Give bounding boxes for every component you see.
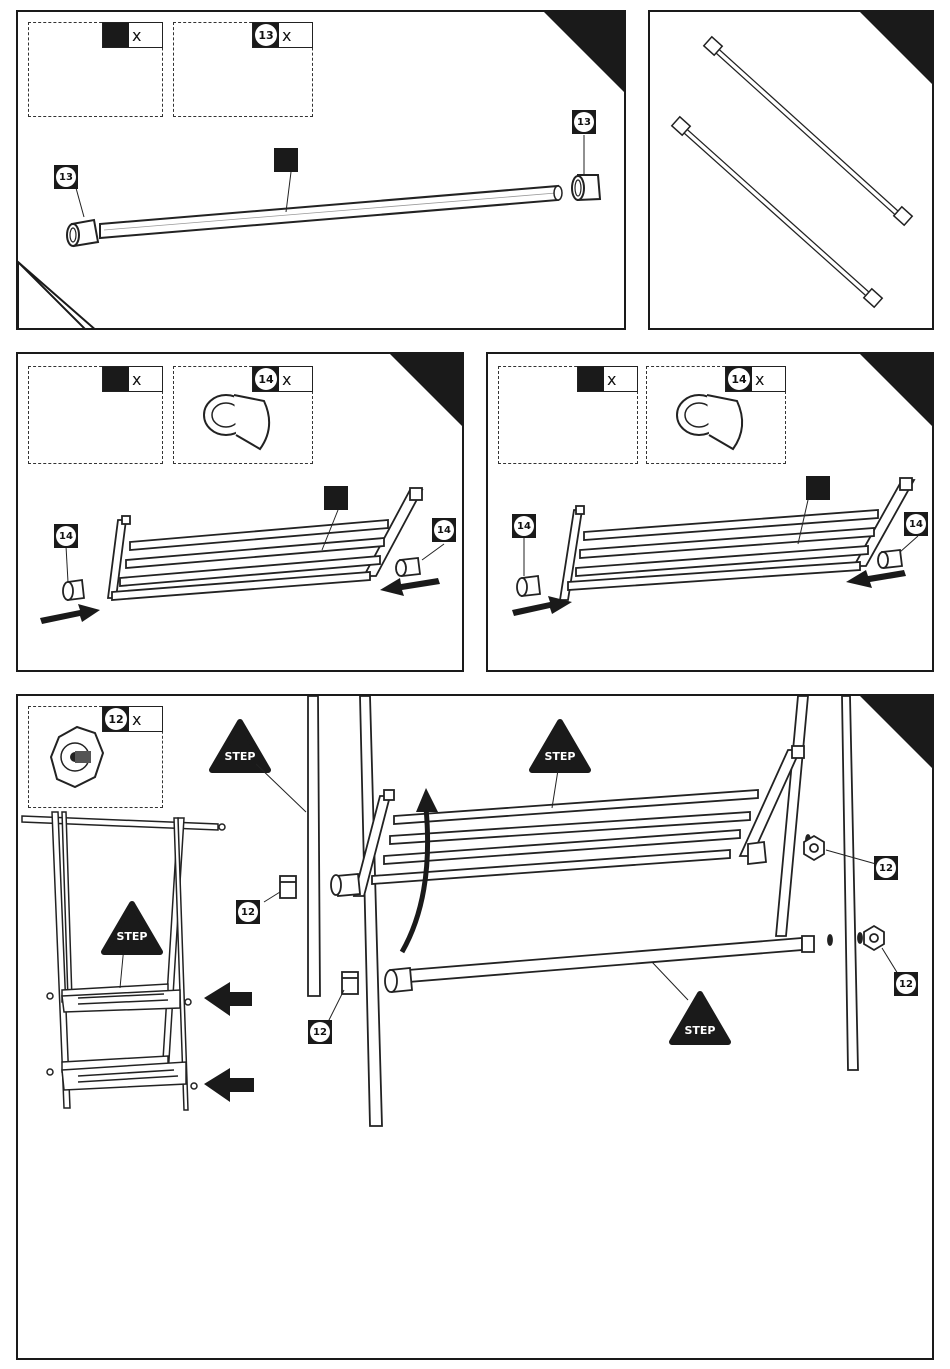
part-id-blank <box>103 23 129 47</box>
label-shelf-id <box>806 476 830 500</box>
inset-rod: x <box>28 22 163 117</box>
bolt-12-b <box>342 972 358 994</box>
end-cap-left <box>67 220 98 246</box>
long-rod <box>100 186 562 238</box>
corner-marker <box>860 12 934 88</box>
corner-marker <box>860 354 934 430</box>
cap-14-left <box>63 580 84 600</box>
label-shelf-id <box>324 486 348 510</box>
direction-arrow-upper <box>204 982 252 1016</box>
assembled-rod-lower <box>672 117 882 307</box>
inset-shelf: x <box>498 366 638 464</box>
label-part-13-right: 13 <box>572 110 596 134</box>
left-upright-frame <box>308 696 382 1126</box>
cap-14-right <box>396 558 420 576</box>
panel-2-drawing <box>650 12 934 330</box>
part-id-blank <box>578 367 604 391</box>
push-arrow-left <box>40 604 100 624</box>
cap-left-upper <box>331 874 360 896</box>
qty-x: x <box>129 23 162 47</box>
lower-rod <box>385 936 814 992</box>
assembled-rod-upper <box>704 37 912 225</box>
cap-14-right <box>878 550 902 568</box>
label-part-12-d: 12 <box>894 972 918 996</box>
corner-marker <box>860 696 934 772</box>
panel-step-2 <box>648 10 934 330</box>
qty-x: x <box>129 367 162 391</box>
step-marker-right: STEP <box>672 994 728 1042</box>
label-part-12-c: 12 <box>874 856 898 880</box>
label-part-12-a: 12 <box>236 900 260 924</box>
svg-text:STEP: STEP <box>684 1024 715 1037</box>
qty-box: x <box>102 366 163 392</box>
shelf-frame <box>108 488 422 600</box>
push-arrow-right <box>846 570 906 588</box>
qty-x: x <box>279 23 312 47</box>
cap-14-left <box>517 576 540 596</box>
label-part-14-right: 14 <box>432 518 456 542</box>
cap-14-thumbnail <box>174 367 314 465</box>
step-marker-left: STEP <box>212 722 268 770</box>
qty-x: x <box>604 367 637 391</box>
corner-marker <box>544 12 626 96</box>
nut-12-c <box>804 836 824 860</box>
label-part-12-b: 12 <box>308 1020 332 1044</box>
corner-marker <box>390 354 464 430</box>
label-part-14-right: 14 <box>904 512 928 536</box>
step-marker-center: STEP <box>532 722 588 770</box>
svg-text:STEP: STEP <box>116 930 147 943</box>
label-part-14-left: 14 <box>512 514 536 538</box>
step-marker-overview: STEP <box>104 904 160 952</box>
push-arrow-right <box>380 578 440 596</box>
direction-arrow-lower <box>204 1068 254 1102</box>
rack-overview <box>22 812 225 1110</box>
part-badge: 13 <box>255 24 277 46</box>
label-part-14-left: 14 <box>54 524 78 548</box>
bolt-12-a <box>280 876 296 898</box>
end-cap-right <box>572 175 600 200</box>
label-part-13-left: 13 <box>54 165 78 189</box>
inset-shelf: x <box>28 366 163 464</box>
part-id-blank <box>103 367 129 391</box>
qty-box: x <box>577 366 638 392</box>
nut-12-d <box>864 926 884 950</box>
svg-text:STEP: STEP <box>224 750 255 763</box>
svg-text:STEP: STEP <box>544 750 575 763</box>
cap-14-thumbnail <box>647 367 787 465</box>
label-rod-id <box>274 148 298 172</box>
nut-12-thumbnail <box>29 707 164 809</box>
qty-box: x <box>102 22 163 48</box>
